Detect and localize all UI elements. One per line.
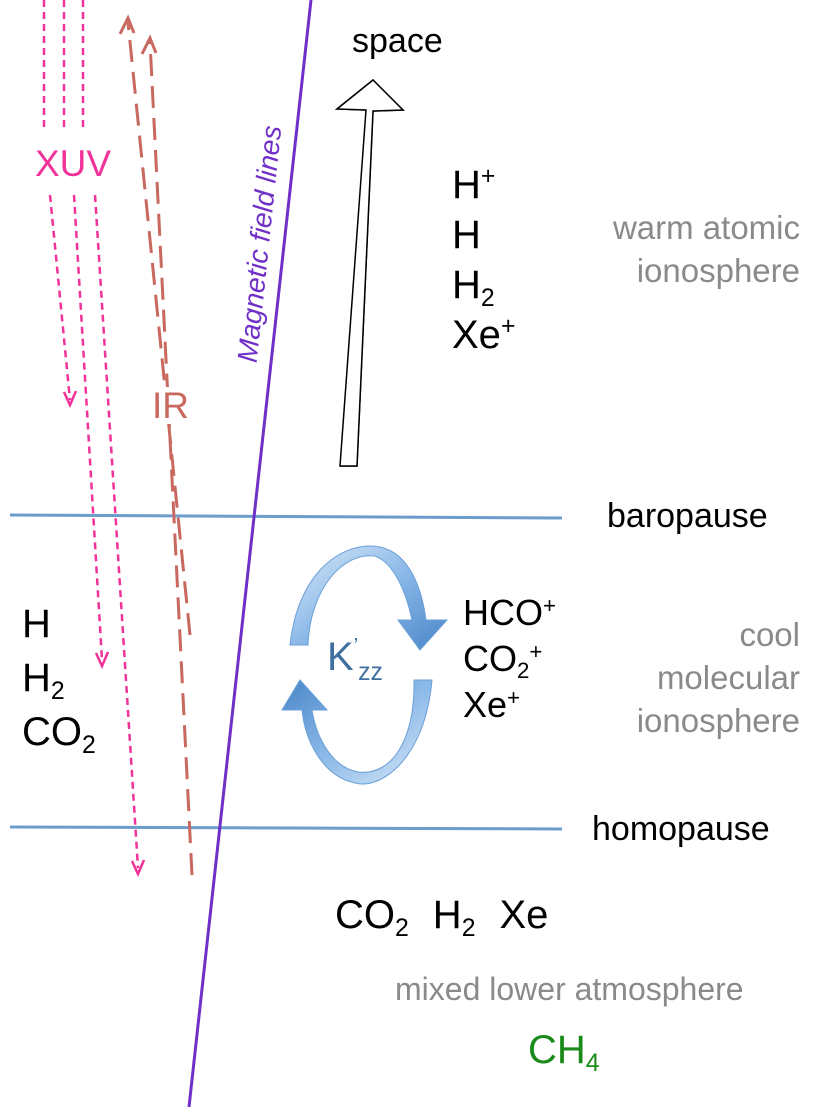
middle-left-species-list: H H2 CO2	[22, 602, 96, 759]
species-h2-lower: H2	[432, 893, 476, 942]
ir-arrowheads	[118, 14, 158, 55]
xuv-arrows	[42, 0, 140, 869]
ir-arrows	[126, 21, 194, 876]
xuv-label: XUV	[33, 143, 114, 184]
species-co2-plus: CO2+	[463, 638, 543, 684]
species-h2: H2	[452, 263, 495, 312]
species-h-plus: H+	[452, 163, 496, 207]
kzz-label: K’zz	[327, 635, 383, 686]
baropause-line	[9, 513, 563, 520]
species-co2-lower: CO2	[335, 893, 409, 942]
ir-label: IR	[150, 385, 191, 426]
species-co2-middle: CO2	[22, 710, 96, 759]
species-h-middle: H	[22, 602, 51, 646]
species-hco-plus: HCO+	[463, 592, 557, 633]
species-h2-middle: H2	[22, 656, 65, 705]
middle-right-species-list: HCO+ CO2+ Xe+	[463, 592, 557, 725]
species-xe-lower: Xe	[499, 893, 549, 937]
baropause-label: baropause	[607, 497, 768, 535]
upper-species-list: H+ H H2 Xe+	[452, 163, 516, 357]
magnetic-field-line	[187, 0, 313, 1107]
xuv-arrowheads	[62, 390, 146, 878]
warm-atomic-ionosphere-label: warm atomic ionosphere	[612, 209, 800, 289]
species-h: H	[452, 213, 481, 257]
homopause-line	[9, 825, 563, 831]
homopause-label: homopause	[592, 810, 770, 848]
species-xe-plus: Xe+	[452, 313, 516, 357]
cool-molecular-ionosphere-label: cool molecular ionosphere	[636, 616, 800, 739]
species-ch4: CH4	[528, 1028, 600, 1077]
lower-species-list: CO2 H2 Xe	[335, 893, 549, 942]
circulation-arrows-icon	[281, 545, 449, 785]
space-label: space	[352, 22, 443, 60]
species-xe-plus-middle: Xe+	[463, 684, 521, 725]
mixed-lower-atmosphere-label: mixed lower atmosphere	[395, 971, 744, 1007]
